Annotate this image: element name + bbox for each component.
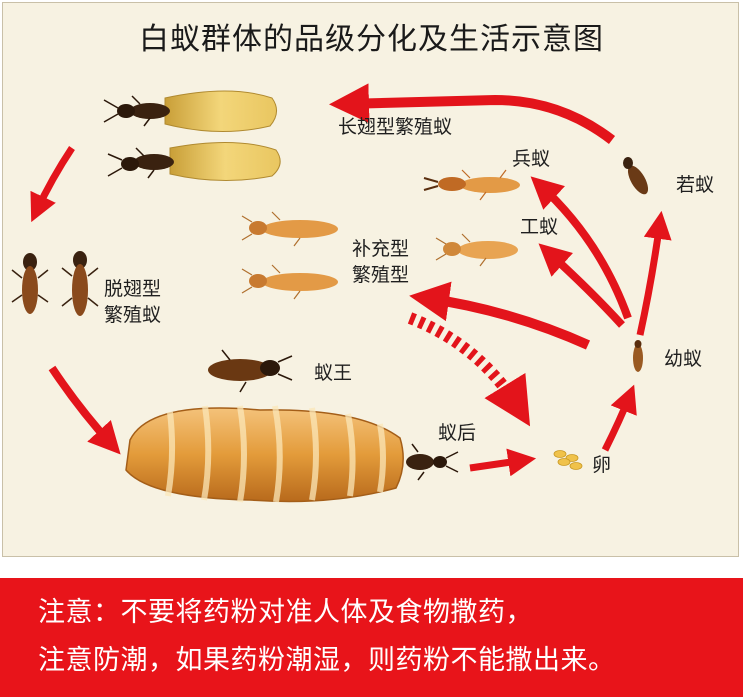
lifecycle-diagram — [11, 83, 672, 503]
king-termite — [208, 349, 293, 393]
label-soldier: 兵蚁 — [512, 148, 551, 170]
worker-termite — [435, 233, 518, 267]
notice-line-2: 注意防潮，如果药粉潮湿，则药粉不能撒出来。 — [38, 645, 616, 676]
label-long-wing: 长翅型繁殖蚁 — [338, 116, 453, 138]
long-wing-termite-2 — [107, 141, 281, 182]
arrow-dealate-to-queen — [48, 365, 121, 455]
label-supplementary-line1: 补充型 — [352, 238, 410, 260]
larva-termite — [633, 340, 643, 372]
label-dealate-line1: 脱翅型 — [104, 278, 162, 300]
arrow-larva-to-supplementary — [409, 281, 591, 350]
arrow-larva-to-worker — [538, 243, 625, 328]
arrow-larva-to-soldier — [530, 176, 632, 320]
arrow-supplementary-to-egg-dashed — [407, 312, 531, 427]
arrow-long-wing-to-dealate — [30, 146, 75, 223]
label-dealate-line2: 繁殖蚁 — [104, 304, 162, 326]
arrow-nymph-to-long-wing — [329, 83, 616, 144]
dealate-termite-1 — [11, 253, 49, 314]
notice-line-1: 注意：不要将药粉对准人体及食物撒药， — [38, 597, 533, 628]
nymph-termite — [623, 157, 649, 195]
diagram-title: 白蚁群体的品级分化及生活示意图 — [139, 22, 604, 57]
label-king: 蚁王 — [314, 362, 353, 384]
label-queen: 蚁后 — [438, 422, 477, 444]
label-larva: 幼蚁 — [664, 348, 703, 370]
label-worker: 工蚁 — [520, 216, 559, 238]
label-egg: 卵 — [592, 454, 612, 476]
soldier-termite — [423, 169, 520, 201]
arrow-egg-to-larva — [601, 384, 637, 452]
supplementary-termite-2 — [241, 264, 338, 300]
dealate-termite-2 — [61, 251, 99, 316]
label-nymph: 若蚁 — [676, 174, 715, 196]
long-wing-termite-1 — [103, 90, 277, 133]
supplementary-termite-1 — [241, 211, 338, 247]
queen-termite — [125, 405, 459, 503]
egg-cluster — [553, 450, 583, 470]
arrow-queen-to-egg — [469, 448, 537, 477]
notice-banner: 注意：不要将药粉对准人体及食物撒药， 注意防潮，如果药粉潮湿，则药粉不能撒出来。 — [0, 578, 743, 697]
arrow-larva-to-nymph — [636, 210, 672, 336]
label-supplementary-line2: 繁殖型 — [352, 264, 410, 286]
